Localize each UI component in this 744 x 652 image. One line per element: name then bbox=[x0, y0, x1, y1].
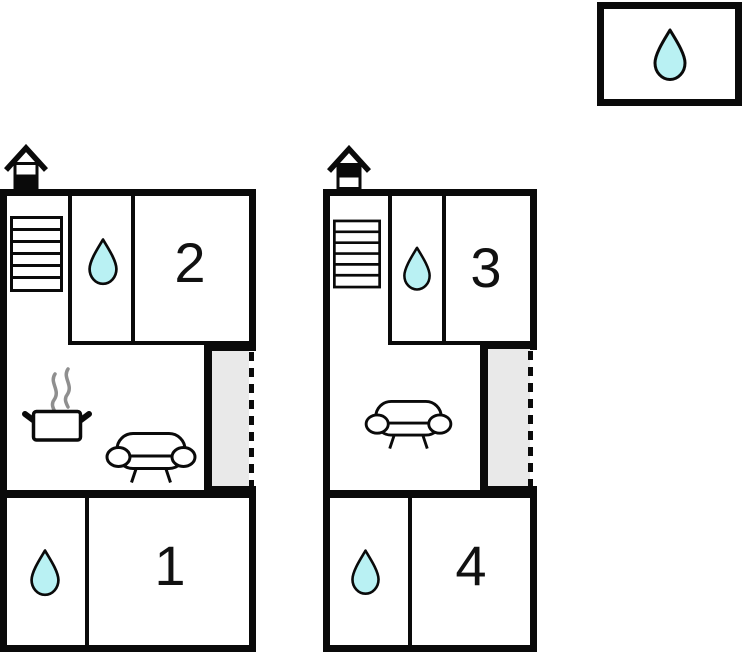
balcony-dashed-edge bbox=[528, 351, 533, 486]
outer-wall-bottom bbox=[0, 645, 256, 652]
interior-wall-bath-room4 bbox=[408, 498, 412, 645]
house-chimney-icon bbox=[327, 145, 371, 190]
house-chimney-icon bbox=[4, 144, 48, 189]
interior-wall-stair-side bbox=[68, 196, 72, 345]
interior-wall-section-line bbox=[388, 341, 530, 345]
interior-wall-bath-room1 bbox=[85, 498, 89, 645]
interior-wall-separator bbox=[0, 490, 256, 498]
room-number: 4 bbox=[455, 534, 487, 597]
floorplan-unit-right: 3 4 bbox=[323, 189, 537, 652]
outer-wall-right-upper bbox=[530, 189, 537, 350]
stove-pot-icon bbox=[22, 367, 92, 442]
balcony-dashed-edge bbox=[249, 352, 254, 486]
interior-wall-section-line bbox=[68, 341, 253, 345]
outer-wall-top bbox=[323, 189, 537, 196]
room-number: 3 bbox=[470, 236, 502, 299]
outer-wall-left bbox=[0, 189, 7, 652]
outer-wall-left bbox=[323, 189, 330, 652]
water-drop-icon bbox=[30, 549, 60, 597]
steam-line bbox=[63, 367, 71, 409]
interior-wall-bath-room3 bbox=[442, 196, 446, 345]
room-number: 1 bbox=[154, 534, 186, 597]
outer-wall-bottom bbox=[323, 645, 537, 652]
staircase-icon bbox=[10, 216, 63, 292]
sofa-icon bbox=[105, 432, 197, 483]
outer-wall-top bbox=[0, 189, 256, 196]
floorplan-unit-left: 2 1 bbox=[0, 189, 256, 652]
balcony-wall-top bbox=[480, 342, 537, 349]
balcony-area bbox=[212, 351, 249, 486]
water-drop-icon bbox=[351, 549, 380, 595]
balcony-area bbox=[488, 349, 530, 486]
outer-wall-right-lower bbox=[249, 487, 256, 652]
balcony-wall-bottom bbox=[204, 486, 256, 493]
balcony-wall-top bbox=[204, 344, 256, 351]
balcony-wall-left bbox=[204, 344, 212, 490]
outer-wall-right-lower bbox=[530, 487, 537, 652]
legend-box bbox=[597, 2, 742, 106]
outer-wall-right-upper bbox=[249, 189, 256, 351]
interior-wall-bath-room2 bbox=[131, 196, 135, 345]
interior-wall-separator bbox=[323, 490, 537, 498]
balcony-wall-bottom bbox=[480, 486, 537, 493]
water-drop-icon bbox=[653, 28, 686, 81]
steam-line bbox=[50, 372, 58, 414]
room-number: 2 bbox=[174, 231, 206, 294]
interior-wall-stair-side bbox=[388, 196, 392, 345]
water-drop-icon bbox=[403, 246, 431, 291]
water-drop-icon bbox=[88, 238, 118, 286]
sofa-icon bbox=[364, 399, 453, 450]
staircase-icon bbox=[333, 219, 381, 289]
balcony-wall-left bbox=[480, 342, 488, 490]
